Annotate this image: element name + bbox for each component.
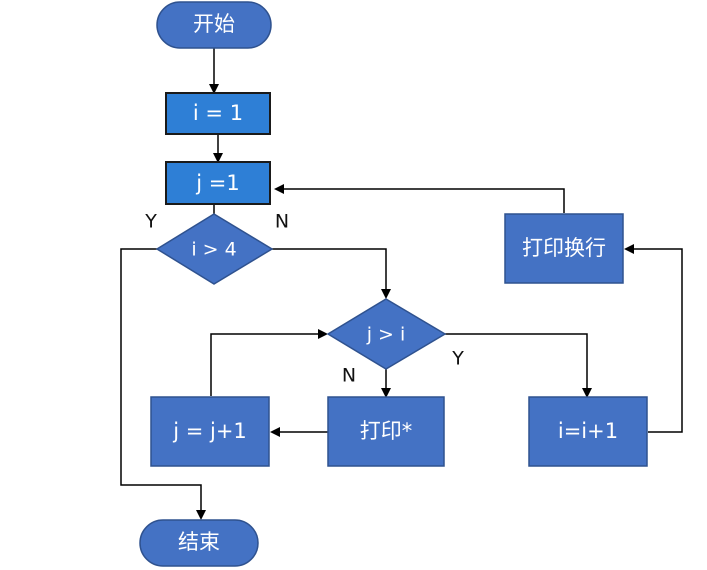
print-star-label: 打印*: [360, 419, 413, 443]
end-label: 结束: [178, 530, 220, 554]
init-i-label: i = 1: [193, 101, 243, 125]
inc-i-node: i=i+1: [528, 396, 648, 467]
cond-j-no-label: N: [342, 365, 356, 387]
cond-i-node: i > 4: [155, 213, 274, 285]
cond-j-yes-label: Y: [451, 348, 464, 370]
edge-cond-i-yes: [120, 248, 206, 520]
print-newline-label: 打印换行: [522, 236, 606, 260]
cond-j-node: j > i: [326, 298, 447, 370]
init-j-node: j =1: [165, 161, 271, 205]
start-node: 开始: [156, 1, 272, 49]
edge-cond-i-no: [272, 248, 391, 299]
connectors: [120, 48, 683, 520]
edge-inc-j-loop: [210, 329, 328, 396]
print-star-node: 打印*: [327, 396, 445, 467]
inc-j-label: j = j+1: [172, 419, 247, 443]
cond-i-yes-label: Y: [144, 211, 157, 233]
inc-i-label: i=i+1: [558, 419, 618, 443]
start-label: 开始: [193, 12, 235, 36]
cond-i-no-label: N: [275, 211, 289, 233]
init-i-node: i = 1: [165, 92, 271, 135]
edge-cond-j-yes: [445, 333, 592, 398]
init-j-label: j =1: [195, 171, 239, 195]
cond-j-label: j > i: [366, 324, 406, 346]
edge-inc-i-to-newline: [624, 244, 683, 433]
cond-i-label: i > 4: [191, 239, 236, 261]
end-node: 结束: [139, 519, 259, 567]
print-newline-node: 打印换行: [504, 213, 624, 284]
inc-j-node: j = j+1: [150, 396, 270, 467]
edge-newline-loop: [274, 184, 565, 213]
